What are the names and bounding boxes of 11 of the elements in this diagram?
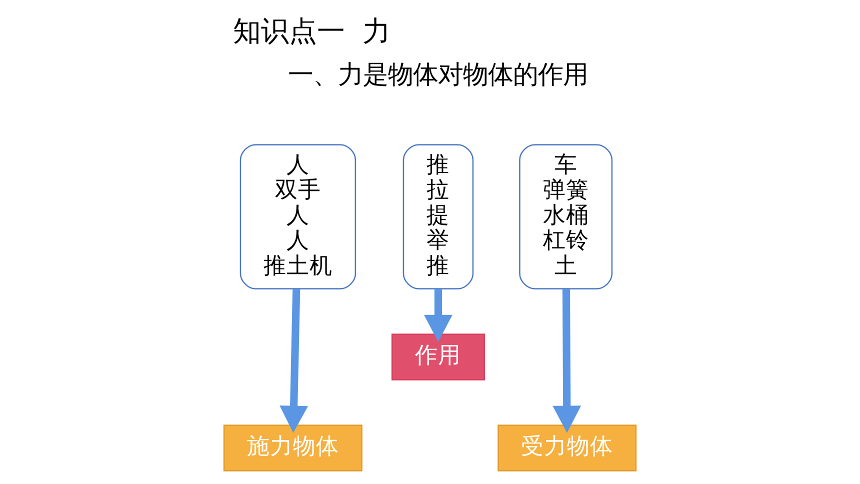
- node-box: 人 双手 人 人 推土机: [240, 144, 356, 290]
- node-box: 车 弹簧 水桶 杠铃 土: [519, 144, 613, 290]
- arrow: [424, 288, 452, 342]
- node-box: 作用: [391, 334, 485, 380]
- node-box: 受力物体: [498, 424, 637, 472]
- label: 一、力是物体对物体的作用: [288, 60, 588, 89]
- node-box: 推 拉 提 举 推: [402, 144, 474, 290]
- diagram-title: 知识点一 力: [233, 14, 391, 48]
- arrow: [552, 289, 582, 433]
- arrow: [280, 289, 308, 433]
- node-box: 施力物体: [223, 424, 362, 472]
